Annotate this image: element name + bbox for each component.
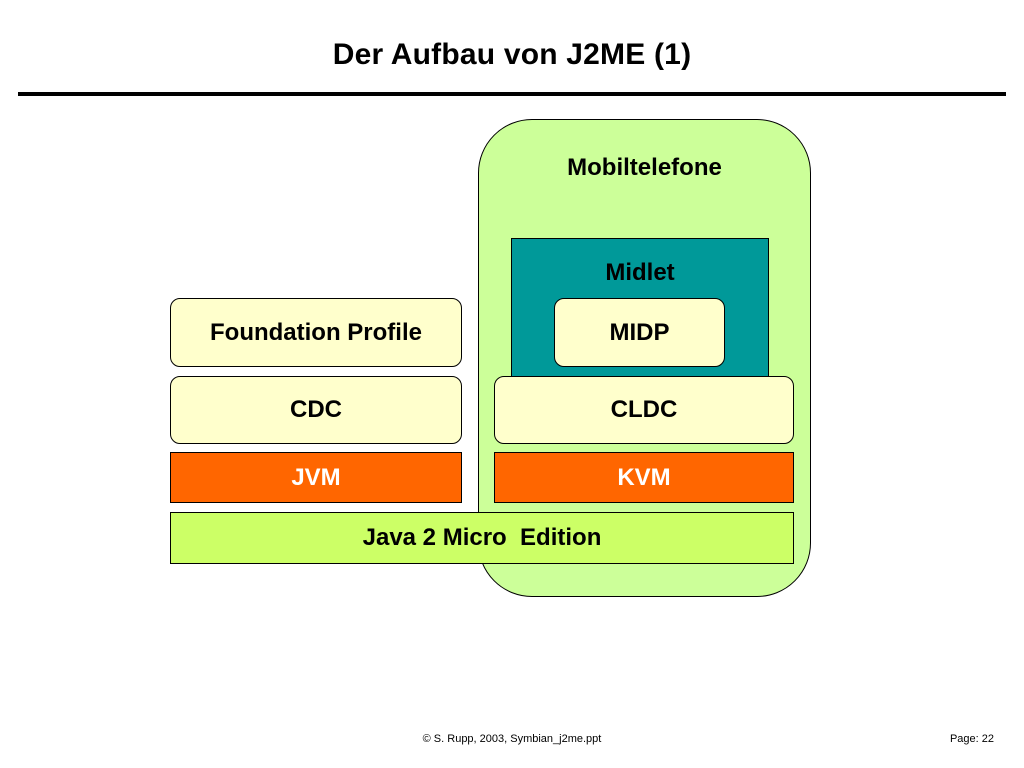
java-2-micro-edition-label: Java 2 Micro Edition <box>362 524 602 551</box>
footer-copyright: © S. Rupp, 2003, Symbian_j2me.ppt <box>422 733 602 745</box>
jvm-label: JVM <box>291 463 341 491</box>
midp-label: MIDP <box>609 318 670 346</box>
cdc-box: CDC <box>170 376 462 444</box>
cldc-box: CLDC <box>494 376 794 444</box>
mobiltelefone-label: Mobiltelefone <box>567 154 722 181</box>
slide-title: Der Aufbau von J2ME (1) <box>332 38 692 71</box>
midlet-label: Midlet <box>605 259 675 286</box>
footer-page-number: Page: 22 <box>949 733 994 745</box>
kvm-label: KVM <box>617 463 671 491</box>
cdc-label: CDC <box>290 396 342 423</box>
title-divider <box>18 92 1006 96</box>
midp-box: MIDP <box>554 298 725 367</box>
cldc-label: CLDC <box>610 396 678 423</box>
foundation-profile-box: Foundation Profile <box>170 298 462 367</box>
jvm-box: JVM <box>170 452 462 503</box>
kvm-box: KVM <box>494 452 794 503</box>
java-2-micro-edition-bar: Java 2 Micro Edition <box>170 512 794 564</box>
foundation-profile-label: Foundation Profile <box>210 318 422 346</box>
